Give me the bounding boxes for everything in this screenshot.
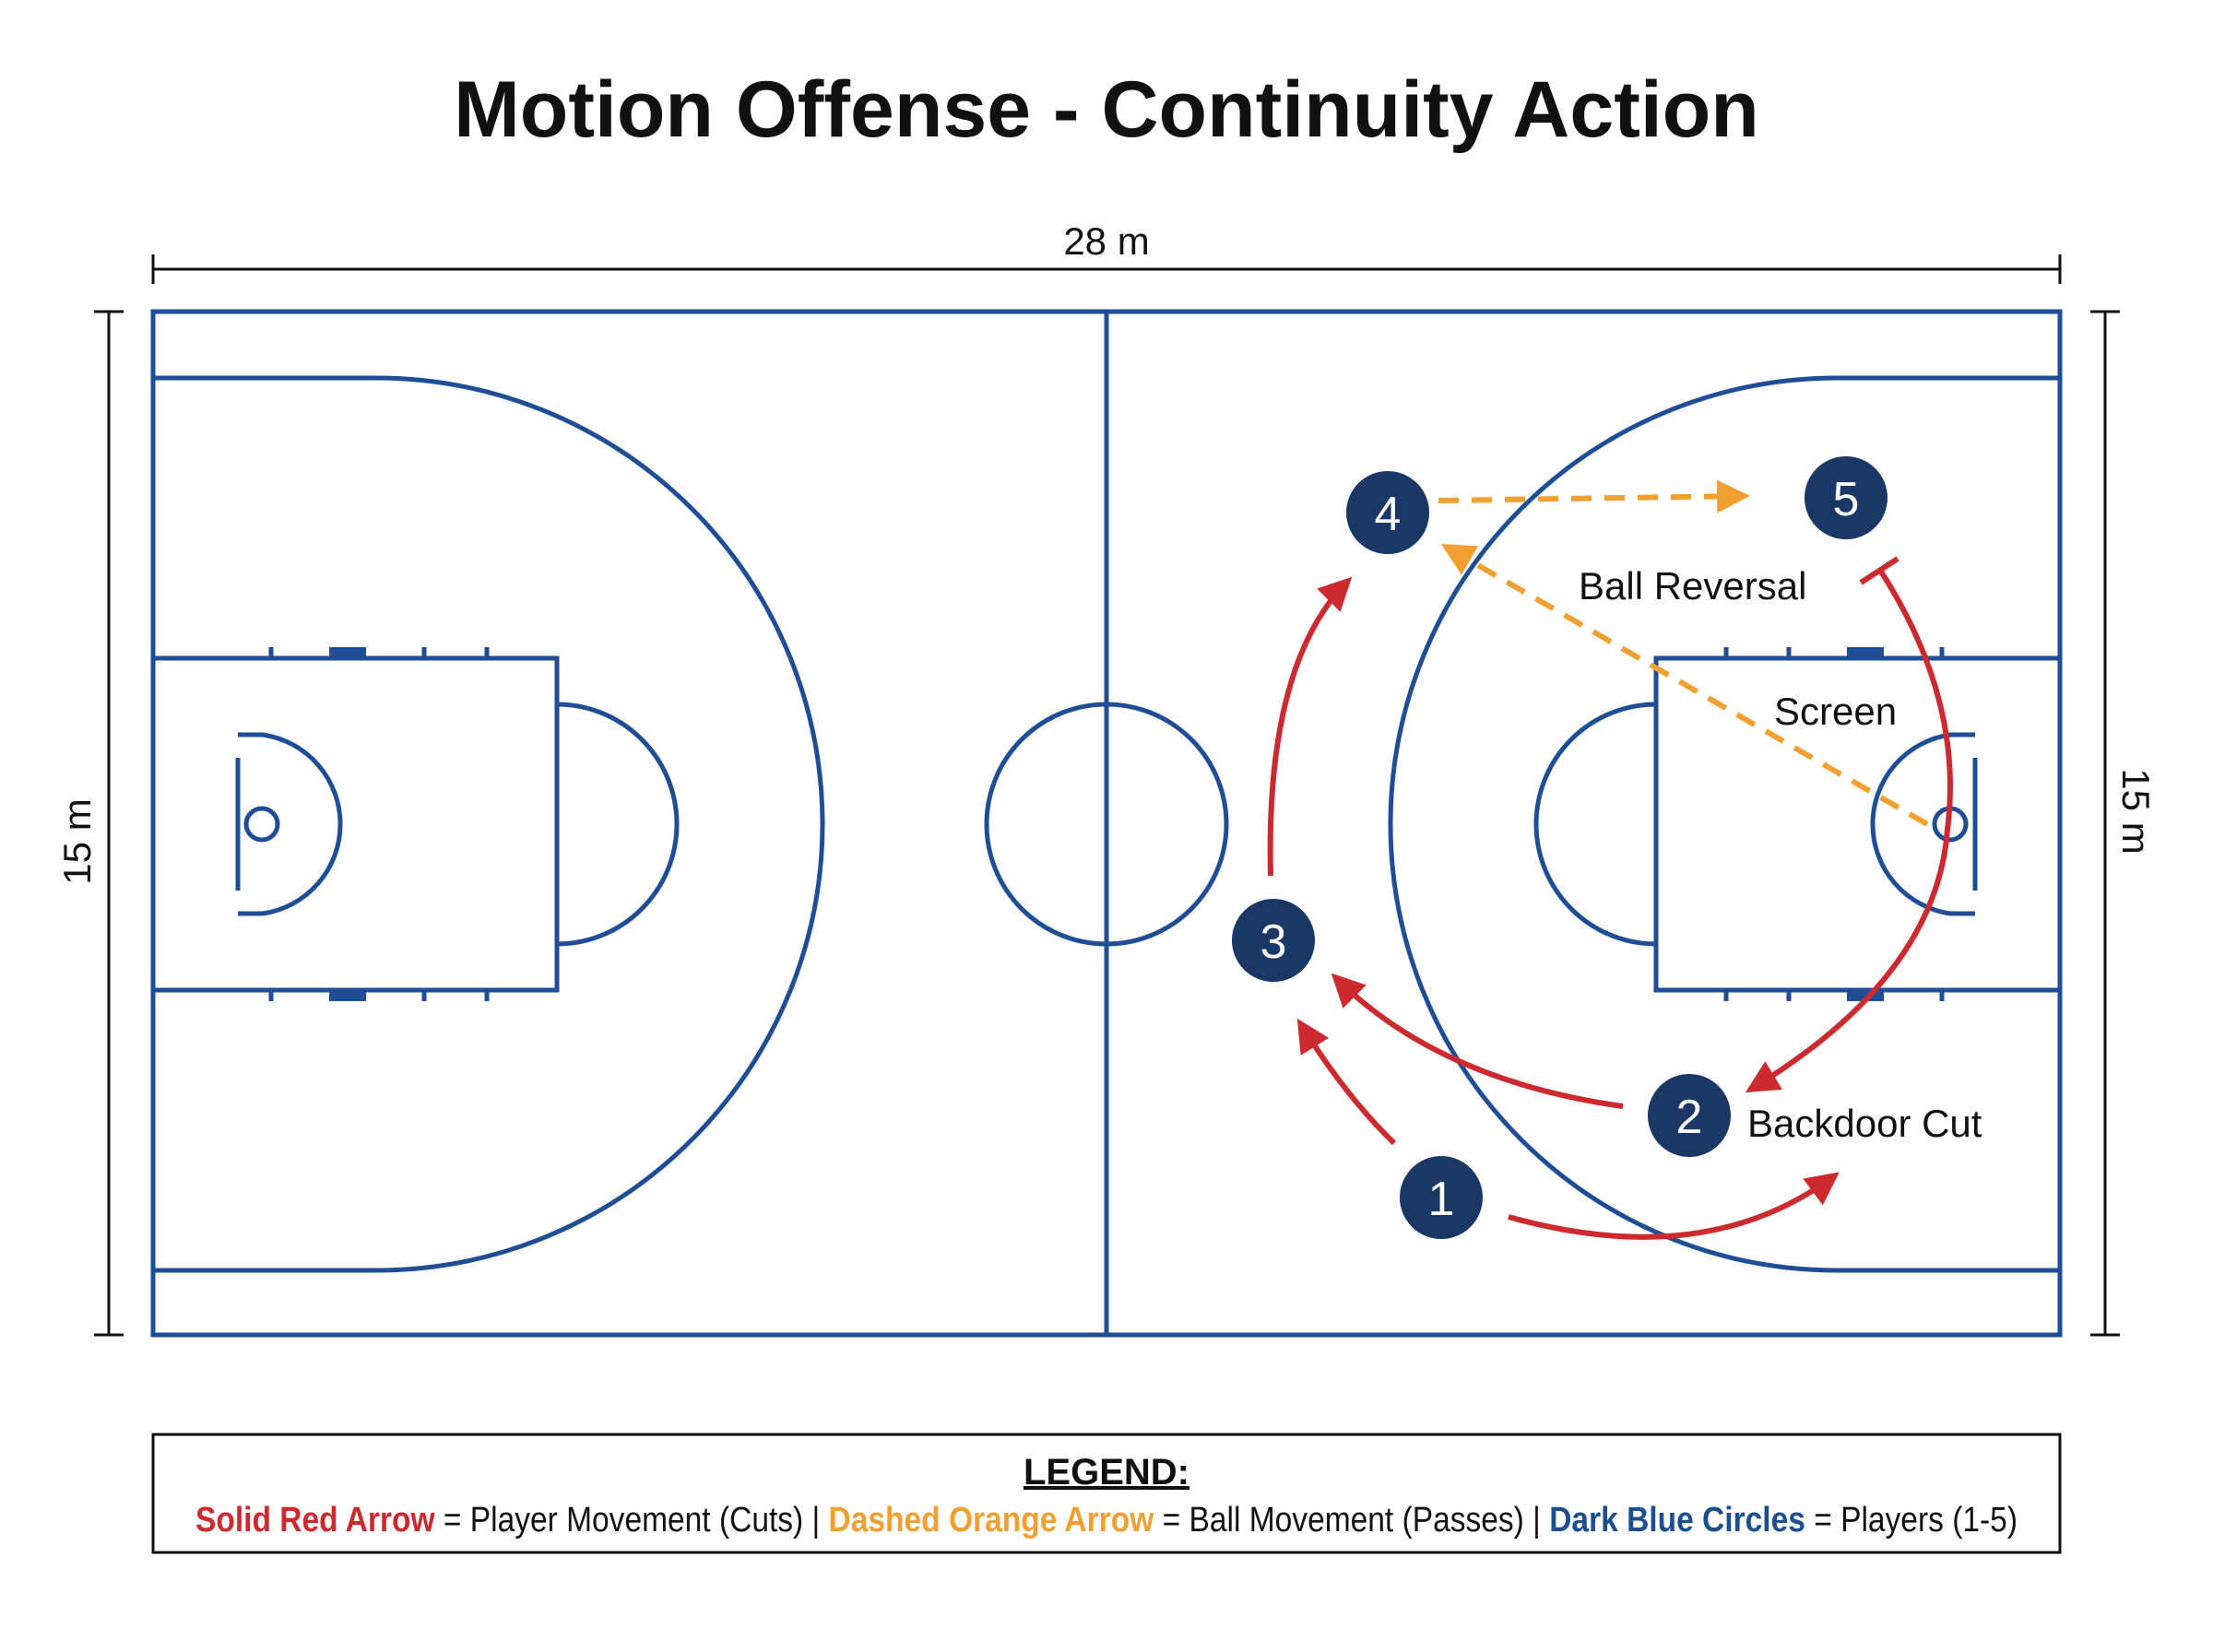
pass-4-to-5 (1438, 479, 1750, 513)
pass-arrows (1438, 479, 1929, 827)
player-4-number: 4 (1375, 488, 1402, 541)
width-label: 28 m (1063, 219, 1149, 263)
pass-screen-to-4 (1440, 544, 1929, 827)
cut-2-to-3 (1331, 973, 1624, 1109)
center-circle (984, 702, 1229, 947)
screen-bar (1859, 556, 1899, 585)
height-dimension-right (2090, 310, 2120, 1337)
left-free-throw-arc (556, 702, 680, 947)
backdoor-cut-label: Backdoor Cut (1747, 1102, 1982, 1145)
left-restricted-arc (238, 732, 343, 916)
left-lane-marks (268, 647, 490, 1001)
left-hoop (243, 806, 280, 843)
legend-blue-term: Dark Blue Circles (1549, 1501, 1805, 1540)
legend-orange-desc: = Ball Movement (Passes) | (1154, 1501, 1549, 1540)
right-three-point-line (1388, 375, 2060, 1273)
player-1-number: 1 (1428, 1173, 1455, 1226)
player-1-marker[interactable]: 1 (1396, 1152, 1486, 1243)
basketball-court (150, 309, 2063, 1338)
backdoor-cut-5-to-2 (1745, 570, 1953, 1093)
height-label-right: 15 m (2114, 768, 2158, 854)
player-2-marker[interactable]: 2 (1644, 1070, 1734, 1161)
player-5-marker[interactable]: 5 (1801, 453, 1891, 543)
right-lane-marks (1723, 647, 1945, 1001)
legend: LEGEND: Solid Red Arrow = Player Movemen… (151, 1433, 2062, 1554)
width-dimension (151, 254, 2062, 284)
player-3-number: 3 (1260, 915, 1287, 969)
legend-orange-term: Dashed Orange Arrow (829, 1501, 1154, 1540)
left-key (150, 655, 560, 993)
cut-3-to-4 (1267, 576, 1353, 877)
cut-arrows (1267, 556, 1953, 1240)
legend-red-desc: = Player Movement (Cuts) | (435, 1501, 829, 1540)
diagram-title: Motion Offense - Continuity Action (454, 65, 1759, 154)
player-3-marker[interactable]: 3 (1228, 895, 1319, 985)
ball-reversal-label: Ball Reversal (1579, 564, 1806, 608)
screen-label: Screen (1774, 690, 1897, 733)
height-dimension-left (94, 310, 124, 1337)
left-three-point-line (153, 375, 825, 1273)
player-5-number: 5 (1833, 473, 1860, 526)
legend-red-term: Solid Red Arrow (195, 1501, 435, 1540)
legend-box (151, 1433, 2062, 1554)
legend-text: Solid Red Arrow = Player Movement (Cuts)… (195, 1501, 2018, 1540)
right-free-throw-arc (1533, 702, 1657, 947)
right-restricted-arc (1870, 732, 1975, 916)
cut-1-to-3 (1296, 1018, 1397, 1146)
players: 4 5 3 2 1 (1228, 453, 1891, 1243)
player-2-number: 2 (1676, 1091, 1703, 1144)
player-4-marker[interactable]: 4 (1343, 467, 1433, 558)
height-label-left: 15 m (55, 798, 99, 884)
legend-blue-desc: = Players (1-5) (1805, 1501, 2018, 1540)
legend-title: LEGEND: (1024, 1452, 1189, 1493)
cut-1-to-corner (1508, 1172, 1840, 1240)
